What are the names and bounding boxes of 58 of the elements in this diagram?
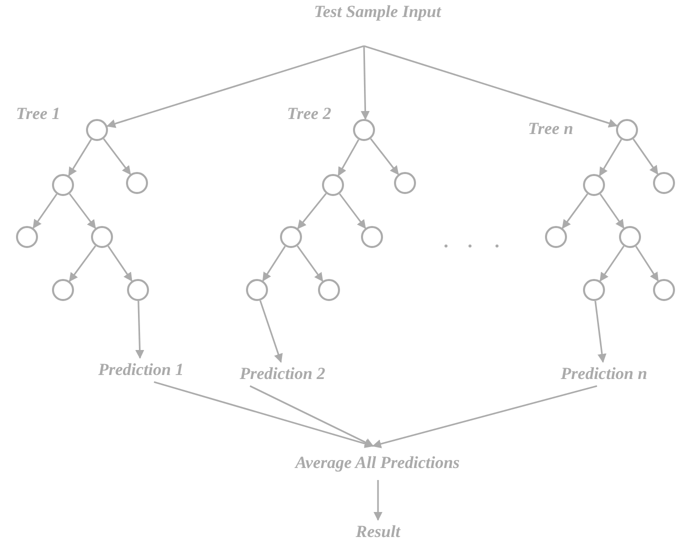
arrow [562,193,588,229]
tree-node-circle [318,279,340,301]
tree-node-circle [52,174,74,196]
arrow [594,300,606,363]
tree-node-circle [52,279,74,301]
tree-label: Tree n [528,119,574,139]
tree-node-circle [86,119,108,141]
arrow [250,385,374,447]
arrow [68,138,92,176]
tree-node-circle [583,174,605,196]
node-label: Prediction n [560,364,648,384]
node-label: Prediction 1 [98,360,184,380]
arrow [108,246,132,282]
tree-node-circle [653,172,675,194]
arrow [360,46,370,120]
arrow [68,245,96,282]
tree-label: Tree 1 [16,104,60,124]
tree-node-circle [127,279,149,301]
tree-node-circle [353,119,375,141]
tree-node-circle [545,226,567,248]
arrow [600,246,624,282]
arrow [68,193,96,229]
tree-node-circle [280,226,302,248]
tree-node-circle [16,226,38,248]
arrow [297,193,327,230]
tree-node-circle [126,172,148,194]
arrow [106,45,364,128]
arrow [32,194,58,229]
tree-node-circle [653,279,675,301]
arrow [632,138,658,175]
tree-node-circle [583,279,605,301]
arrow [102,138,132,175]
arrow [635,246,659,282]
arrow [135,300,144,359]
node-label: Prediction 2 [240,364,326,384]
tree-node-circle [322,174,344,196]
tree-node-circle [616,119,638,141]
tree-node-circle [394,172,416,194]
node-label: Test Sample Input [314,2,441,22]
arrow [600,194,624,229]
tree-node-circle [246,279,268,301]
tree-label: Tree 2 [287,104,332,124]
arrow [372,385,598,448]
arrow [364,45,618,128]
arrow [262,246,286,282]
arrow [259,300,283,363]
arrow [154,381,374,448]
arrow [370,138,399,175]
tree-node-circle [619,226,641,248]
arrow [598,139,622,176]
node-label: Result [356,522,400,542]
tree-node-circle [91,226,113,248]
tree-node-circle [361,226,383,248]
arrow [296,245,324,282]
arrow [338,193,366,229]
arrow [374,480,382,521]
node-label: Average All Predictions [295,453,460,473]
arrow [338,139,360,176]
